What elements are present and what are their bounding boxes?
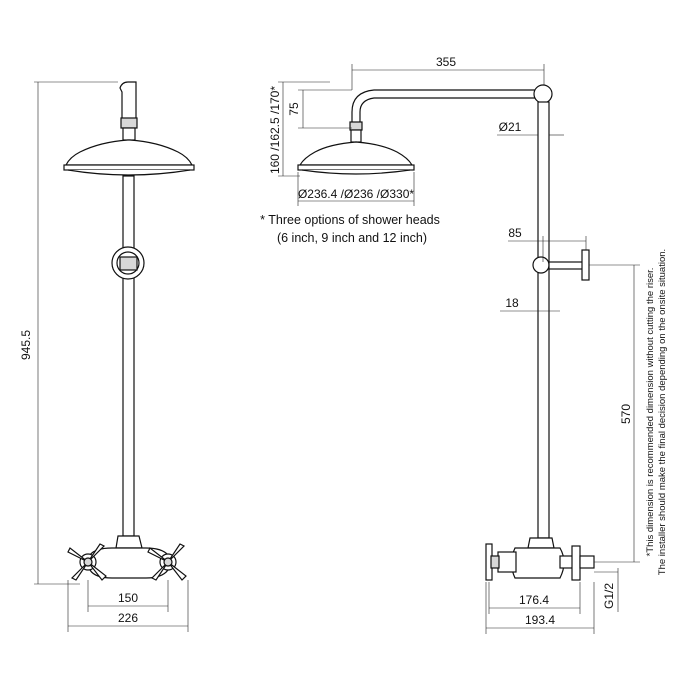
side-inlet-connector [579,555,595,569]
detail-arm-nut [349,121,363,131]
front-bracket-clamp [119,256,138,271]
front-shower-head-rim [63,164,195,171]
side-inlet-flange [571,545,581,581]
arm-drop-label: 75 [287,102,301,116]
side-bracket-wall-plate [581,249,590,281]
side-view: Ø21 85 18 570 *This dimension is recomme… [485,84,668,634]
front-shower-head-face [67,169,191,176]
shower-head-note-line2: (6 inch, 9 inch and 12 inch) [277,231,427,245]
head-detail-view: 355 75 160 /162.5 /170* Ø236.4 /Ø236 /Ø3… [260,55,545,245]
side-bracket-arm [548,261,584,270]
front-view: 945.5 150 226 [19,81,195,632]
side-valve-handle [485,543,500,581]
front-arm-nut [120,117,138,129]
valve-outer-width-label: 226 [118,611,138,625]
front-head-connector [122,127,136,141]
side-valve-cartridge [497,551,517,573]
riser-note-line2: The installer should make the final deci… [657,249,668,575]
valve-depth-outer-label: 193.4 [525,613,555,627]
valve-inner-width-label: 150 [118,591,138,605]
detail-shower-head [298,141,414,166]
shower-head-note-line1: * Three options of shower heads [260,213,440,227]
detail-shower-head-rim [297,164,415,171]
riser-dimension-label: 570 [619,404,633,424]
arm-length-label: 355 [436,55,456,69]
bracket-projection-label: 85 [508,226,522,240]
bracket-offset-label: 18 [505,296,519,310]
head-height-label: 160 /162.5 /170* [268,86,282,174]
overall-height-label: 945.5 [19,330,33,360]
side-riser-pipe [537,101,550,539]
pipe-diameter-label: Ø21 [499,120,522,134]
valve-depth-inner-label: 176.4 [519,593,549,607]
detail-head-connector [350,129,362,143]
front-valve-neck [115,535,143,549]
riser-note-line1: *This dimension is recommended dimension… [645,268,656,557]
front-shower-head [65,139,193,166]
front-riser-pipe [122,175,135,537]
detail-shower-head-face [301,169,411,175]
front-right-handle [147,543,187,581]
head-diameter-label: Ø236.4 /Ø236 /Ø330* [298,187,414,201]
inlet-thread-label: G1/2 [602,583,616,609]
side-bracket-clamp [532,256,550,274]
side-valve-neck [527,537,555,549]
side-valve-body [510,547,565,579]
detail-shower-arm [351,89,541,125]
front-left-handle [67,543,107,581]
side-elbow-joint [533,84,553,104]
